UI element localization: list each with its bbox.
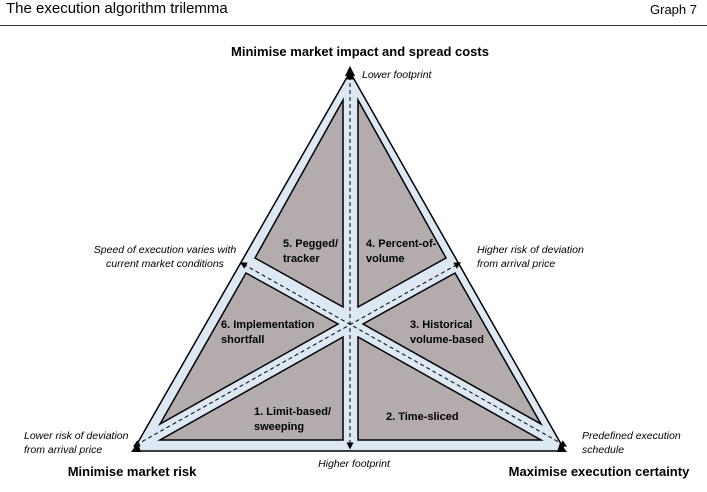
predefined-label-line2: schedule [582,444,624,456]
vertex-left-marker [131,443,141,452]
limit-label-line2: sweeping [254,421,304,433]
limit-label-line1: 1. Limit-based/ [254,406,331,418]
diagonal-axis-left [239,262,568,447]
chart-title: The execution algorithm trilemma [6,0,228,17]
vertex-right-marker [557,443,567,452]
higher-risk-label-line1: Higher risk of deviation [477,244,584,256]
pov-label-line2: volume [366,253,405,265]
is-label-line2: shortfall [221,334,264,346]
lower-risk-label-line2: from arrival price [24,444,102,456]
lower-footprint-label: Lower footprint [362,69,433,81]
predefined-label-line1: Predefined execution [582,430,681,442]
lower-risk-label-line1: Lower risk of deviation [24,430,129,442]
axis-bottom-left-label: Minimise market risk [68,464,197,479]
graph-label: Graph 7 [650,2,697,17]
pegged-label-line1: 5. Pegged/ [283,238,338,250]
higher-risk-label-line2: from arrival price [477,258,555,270]
speed-label-line1: Speed of execution varies with [94,244,237,256]
axis-bottom-right-label: Maximise execution certainty [509,464,690,479]
hist-label-line1: 3. Historical [410,319,472,331]
time-label-line1: 2. Time-sliced [386,411,459,423]
axis-top-label: Minimise market impact and spread costs [231,44,489,59]
vertex-top-marker [345,66,355,76]
higher-footprint-label: Higher footprint [318,458,391,470]
hist-label-line2: volume-based [410,334,484,346]
pegged-label-line2: tracker [283,253,320,265]
header-rule [0,25,707,26]
pov-label-line1: 4. Percent-of- [366,238,437,250]
speed-label-line2: current market conditions [106,258,225,270]
is-label-line1: 6. Implementation [221,319,315,331]
